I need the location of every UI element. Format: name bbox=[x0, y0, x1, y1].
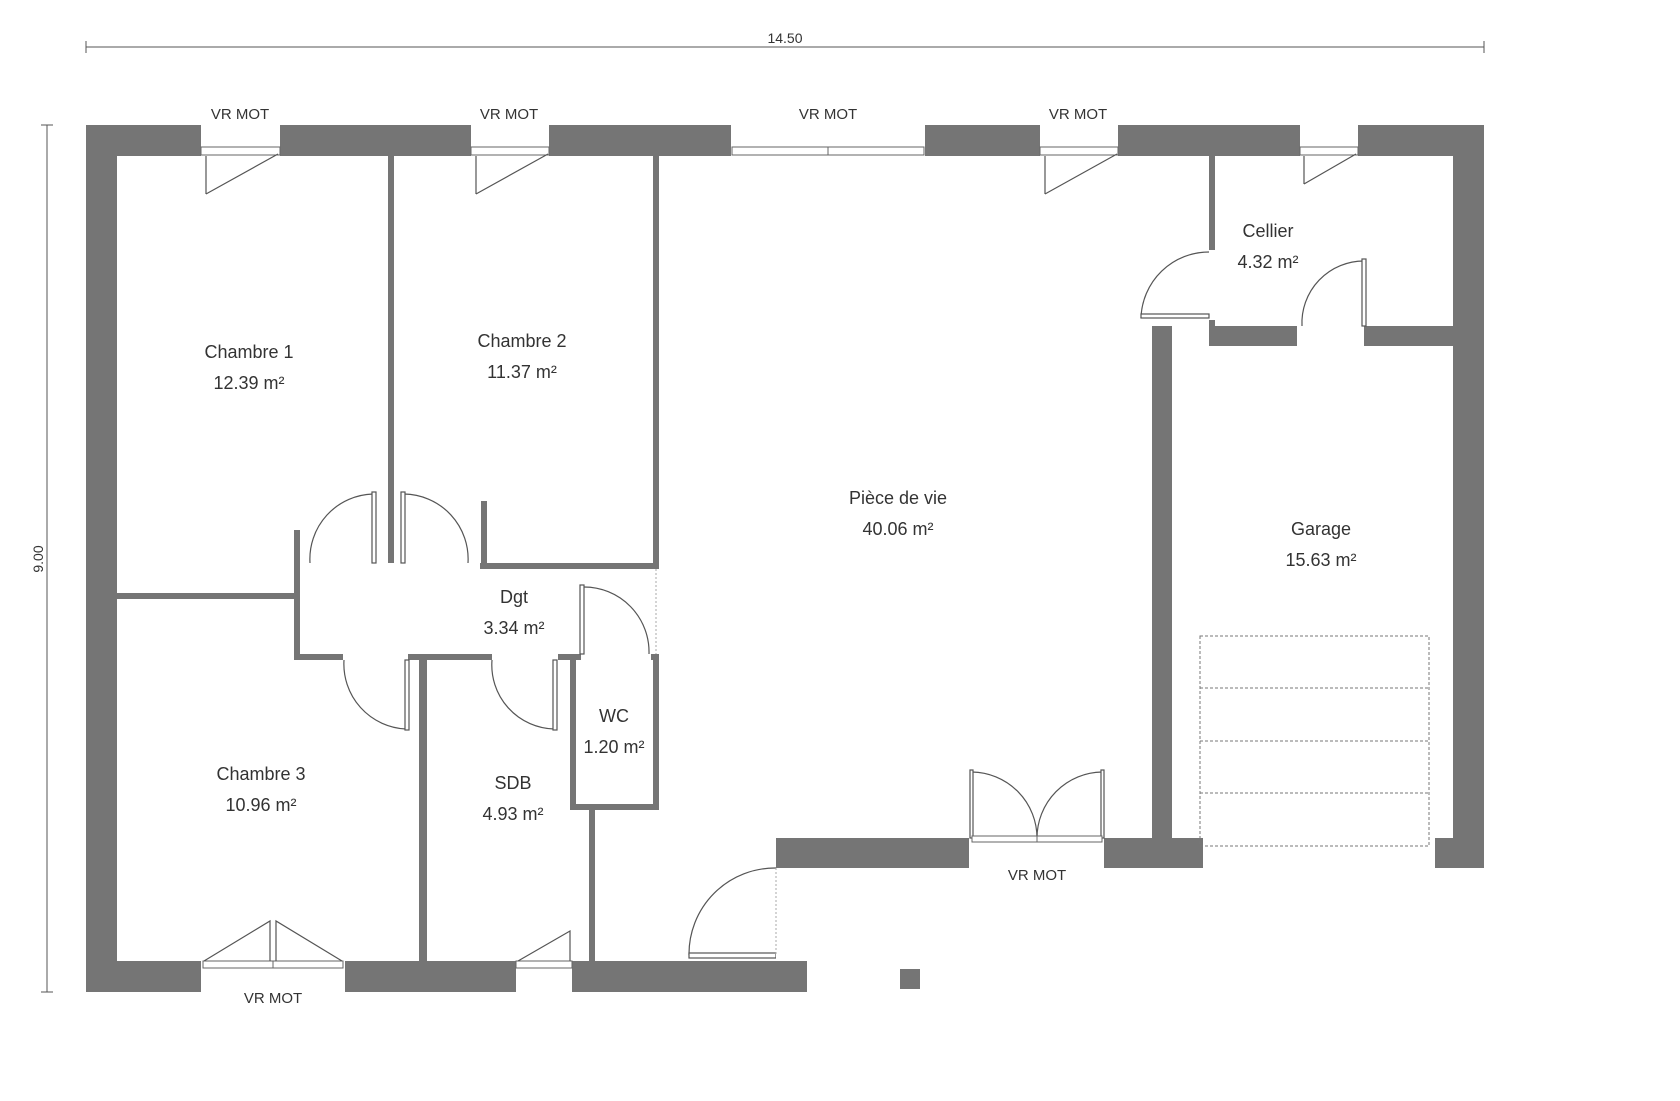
room-wc: WC 1.20 m² bbox=[583, 706, 644, 757]
room-area: 40.06 m² bbox=[862, 519, 933, 539]
window-label-top-4: VR MOT bbox=[1049, 106, 1107, 123]
room-area: 10.96 m² bbox=[225, 795, 296, 815]
room-area: 15.63 m² bbox=[1285, 550, 1356, 570]
width-dimension-label: 14.50 bbox=[767, 30, 802, 46]
room-name: Garage bbox=[1291, 519, 1351, 539]
room-area: 4.32 m² bbox=[1237, 252, 1298, 272]
interior-walls bbox=[117, 156, 1484, 961]
room-chambre-2: Chambre 2 11.37 m² bbox=[477, 331, 566, 382]
bottom-windows bbox=[201, 919, 573, 992]
interior-openings bbox=[308, 250, 1435, 868]
window-label-top-3: VR MOT bbox=[799, 106, 857, 123]
width-dimension: 14.50 bbox=[85, 30, 1485, 53]
room-area: 12.39 m² bbox=[213, 373, 284, 393]
room-name: WC bbox=[599, 706, 629, 726]
room-area: 1.20 m² bbox=[583, 737, 644, 757]
room-name: Dgt bbox=[500, 587, 528, 607]
room-dgt: Dgt 3.34 m² bbox=[483, 587, 544, 638]
room-name: Chambre 3 bbox=[216, 764, 305, 784]
room-piece-de-vie: Pièce de vie 40.06 m² bbox=[849, 488, 947, 539]
window-label-top-2: VR MOT bbox=[480, 106, 538, 123]
room-chambre-3: Chambre 3 10.96 m² bbox=[216, 764, 305, 815]
pillar bbox=[900, 969, 920, 989]
doors bbox=[309, 251, 1367, 961]
room-name: Chambre 2 bbox=[477, 331, 566, 351]
room-chambre-1: Chambre 1 12.39 m² bbox=[204, 342, 293, 393]
height-dimension: 9.00 bbox=[30, 124, 53, 993]
room-garage: Garage 15.63 m² bbox=[1285, 519, 1356, 570]
window-label-bottom-chambre3: VR MOT bbox=[244, 990, 302, 1007]
height-dimension-label: 9.00 bbox=[30, 545, 46, 572]
room-cellier: Cellier 4.32 m² bbox=[1237, 221, 1298, 272]
window-label-bottom-living: VR MOT bbox=[1008, 867, 1066, 884]
top-windows bbox=[200, 125, 1359, 195]
room-sdb: SDB 4.93 m² bbox=[482, 773, 543, 824]
room-name: Pièce de vie bbox=[849, 488, 947, 508]
window-label-top-1: VR MOT bbox=[211, 106, 269, 123]
room-name: Cellier bbox=[1242, 221, 1293, 241]
room-area: 3.34 m² bbox=[483, 618, 544, 638]
room-name: Chambre 1 bbox=[204, 342, 293, 362]
room-area: 4.93 m² bbox=[482, 804, 543, 824]
room-area: 11.37 m² bbox=[487, 362, 557, 382]
room-name: SDB bbox=[494, 773, 531, 793]
garage-stair bbox=[1199, 635, 1430, 847]
